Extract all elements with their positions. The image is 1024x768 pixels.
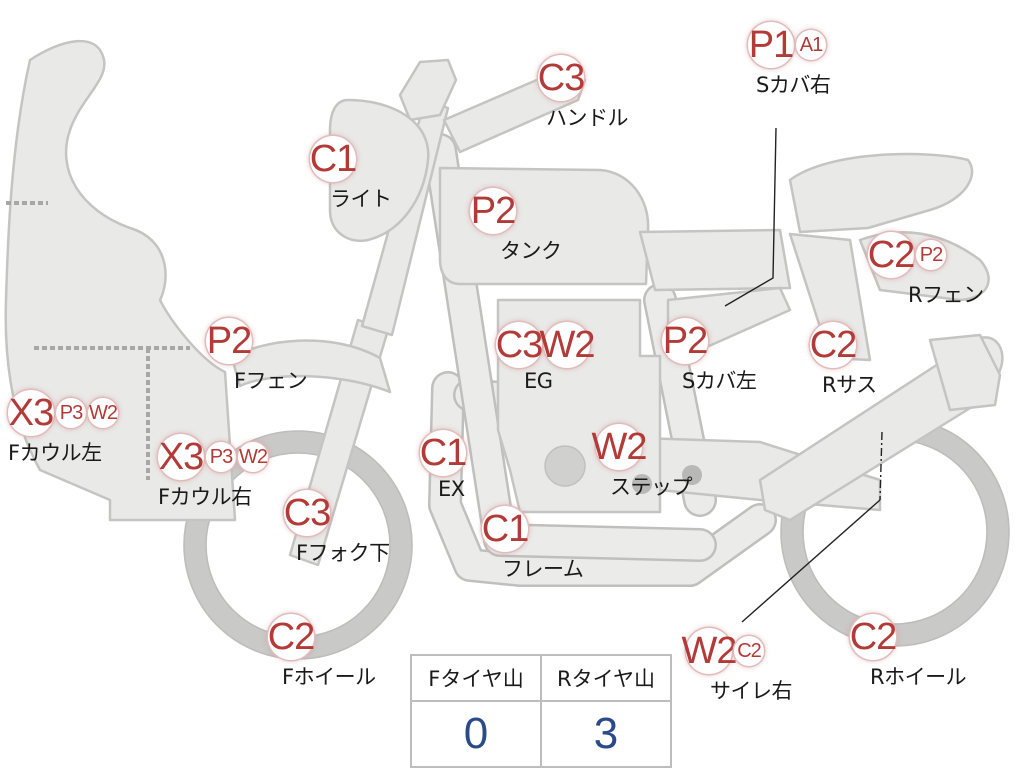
part-label: Sカバ右 [756,73,831,97]
part-label: ステップ [610,475,693,499]
leader-seat-cover-right [724,127,777,307]
headlight [328,98,430,242]
part-label: Rホイール [870,665,967,689]
code-badge: C1 [482,506,529,552]
code-badge: C2 [810,322,857,368]
code-badge: A1 [796,30,826,60]
tire-tread-table: Fタイヤ山 Rタイヤ山 0 3 [410,654,672,768]
code-badge: P3 [56,398,86,428]
rear-tire-value: 3 [540,700,672,768]
code-badge: C2 [734,636,764,666]
muffler-end [928,333,1002,412]
code-badge: P2 [206,318,252,364]
code-badge: C1 [310,136,357,182]
code-badge: C3 [538,55,585,101]
part-front-fender: P2 Fフェン [206,318,308,395]
code-badge: X3 [8,390,54,436]
part-rear-fender: C2 P2 Rフェン [868,232,984,309]
part-label: ハンドル [546,106,629,130]
part-exhaust: C1 EX [420,430,467,501]
part-label: Fカウル右 [158,485,252,509]
part-right-cowl: X3 P3 W2 Fカウル右 [158,434,268,511]
code-badge: W2 [88,398,118,428]
code-badge: X3 [158,434,204,480]
code-badge: C3 [284,490,331,536]
code-badge: W2 [540,322,596,368]
code-badge: W2 [682,628,738,674]
part-seat-cover-left: P2 Sカバ左 [662,318,757,395]
part-label: サイレ右 [710,679,793,703]
part-front-fork: C3 Fフォク下 [284,490,390,567]
code-badge: P2 [470,188,516,234]
part-label: ライト [330,187,392,211]
part-label: Rサス [822,373,877,397]
front-tire-value: 0 [410,700,542,768]
code-badge: C2 [868,232,915,278]
part-light: C1 ライト [310,136,392,213]
leader-muffler [741,499,881,623]
code-badge: P1 [748,22,794,68]
leader-rear-sus [879,431,883,501]
part-label: Fカウル左 [8,441,102,465]
code-badge: P2 [662,318,708,364]
rear-seat [788,152,974,234]
code-badge: P2 [916,240,946,270]
code-badge: W2 [238,442,268,472]
part-label: EG [524,369,553,393]
rear-tire-header: Rタイヤ山 [540,654,672,702]
part-label: Fホイール [282,665,376,689]
code-badge: C2 [850,614,897,660]
front-fender-shape [230,339,392,394]
part-handle: C3 ハンドル [538,55,629,132]
part-muffler-right: W2 C2 サイレ右 [682,628,793,705]
code-badge: C2 [268,614,315,660]
part-rear-sus: C2 Rサス [810,322,877,399]
part-label: タンク [500,239,562,263]
part-label: フレーム [502,557,584,581]
part-left-cowl: X3 P3 W2 Fカウル左 [8,390,118,467]
code-badge: C3 [496,322,543,368]
part-label: EX [438,477,465,501]
seat [638,228,792,292]
code-badge: P3 [206,442,236,472]
part-label: Sカバ左 [682,369,757,393]
front-tire-header: Fタイヤ山 [410,654,542,702]
part-step: W2 ステップ [592,424,693,501]
part-front-wheel: C2 Fホイール [268,614,376,691]
part-engine: C3 W2 EG [496,322,596,393]
part-seat-cover-right: P1 A1 Sカバ右 [748,22,831,99]
part-tank: P2 タンク [470,188,562,265]
part-label: Rフェン [908,283,984,307]
part-label: Fフォク下 [296,541,390,565]
code-badge: C1 [420,430,467,476]
part-frame: C1 フレーム [482,506,584,583]
code-badge: W2 [592,424,648,470]
part-label: Fフェン [234,369,308,393]
part-rear-wheel: C2 Rホイール [850,614,967,691]
